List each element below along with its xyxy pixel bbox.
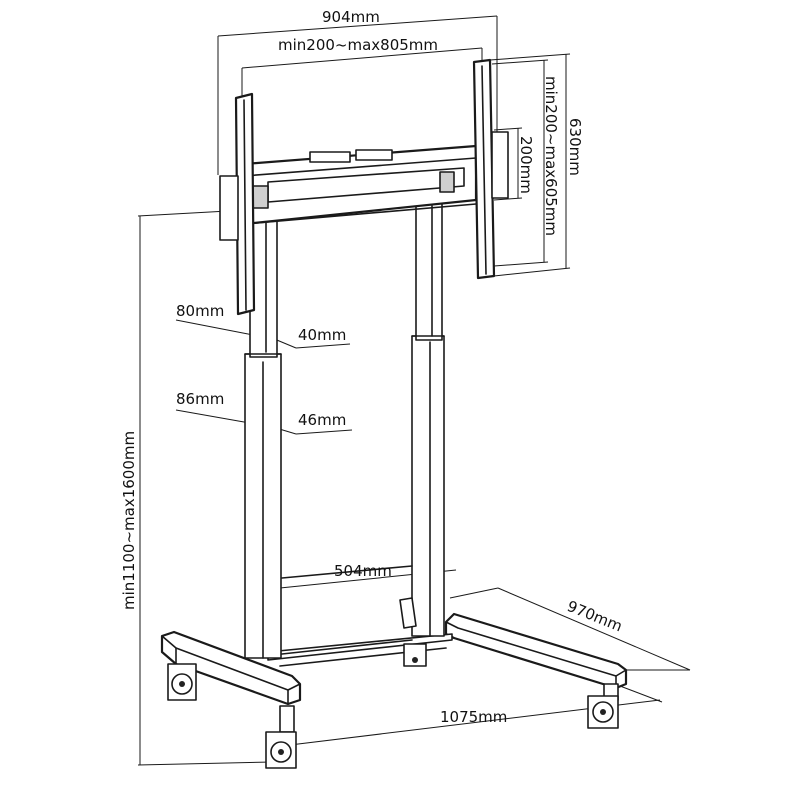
- column-frame: [281, 565, 413, 655]
- caster-back-right: [403, 643, 427, 667]
- label-vesa-horizontal: min200~max805mm: [278, 36, 438, 54]
- vesa-rail-left: [219, 92, 256, 316]
- caster-back-left: [167, 663, 197, 701]
- column-left: [244, 214, 282, 659]
- label-rail-spacing: 200mm: [517, 136, 535, 194]
- vesa-rail-right: [472, 58, 509, 280]
- label-inner-tube-depth: 46mm: [298, 411, 346, 429]
- label-overall-width: 904mm: [322, 8, 380, 26]
- label-outer-tube-width: 80mm: [176, 302, 224, 320]
- caster-front-left: [265, 705, 297, 769]
- label-column-spacing: 504mm: [334, 562, 392, 580]
- label-outer-tube-depth: 40mm: [298, 326, 346, 344]
- dimension-lines: [137, 15, 691, 766]
- label-height-range: min1100~max1600mm: [120, 431, 138, 610]
- label-bracket-height: 630mm: [566, 118, 584, 176]
- label-inner-tube-width: 86mm: [176, 390, 224, 408]
- label-base-width: 1075mm: [440, 708, 507, 726]
- column-right: [399, 199, 445, 637]
- caster-front-right: [587, 683, 619, 729]
- mount-bracket: [242, 144, 478, 226]
- dimension-labels: 904mm min200~max805mm 630mm min200~max60…: [120, 8, 625, 726]
- label-vesa-vertical: min200~max605mm: [542, 76, 560, 236]
- base-frame: [160, 612, 628, 706]
